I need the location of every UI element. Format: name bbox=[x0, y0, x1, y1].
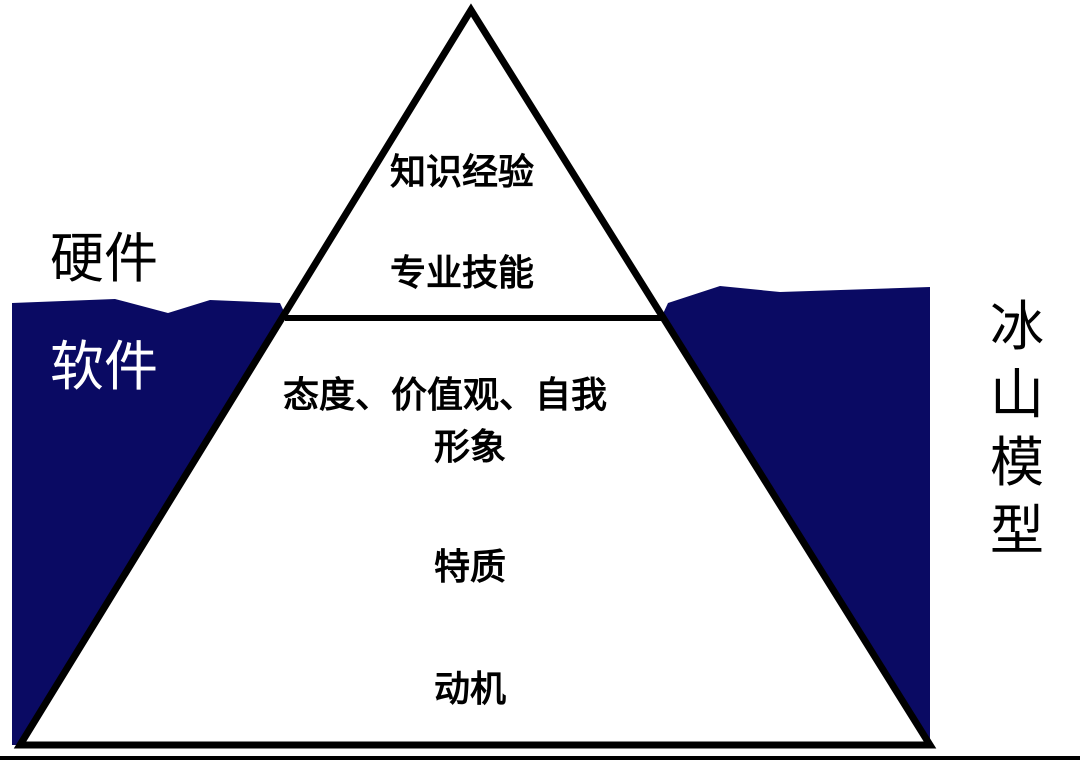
software-label: 软件 bbox=[50, 335, 158, 398]
water-left bbox=[12, 299, 287, 745]
title-char-2: 山 bbox=[990, 363, 1044, 426]
motivation-label: 动机 bbox=[434, 669, 507, 710]
tip-line-2: 专业技能 bbox=[390, 253, 535, 294]
attitude-line-1: 态度、价值观、自我 bbox=[283, 375, 608, 416]
iceberg-model-title: 冰 山 模 型 bbox=[990, 300, 1044, 572]
attitude-line-2: 形象 bbox=[434, 427, 507, 468]
title-char-3: 模 bbox=[990, 431, 1044, 494]
tip-line-1: 知识经验 bbox=[390, 152, 535, 193]
iceberg-triangle bbox=[13, 3, 937, 749]
water-right bbox=[661, 286, 930, 745]
hardware-label: 硬件 bbox=[50, 227, 158, 290]
title-char-1: 冰 bbox=[990, 295, 1044, 358]
title-char-4: 型 bbox=[990, 499, 1044, 562]
traits-label: 特质 bbox=[434, 547, 507, 588]
